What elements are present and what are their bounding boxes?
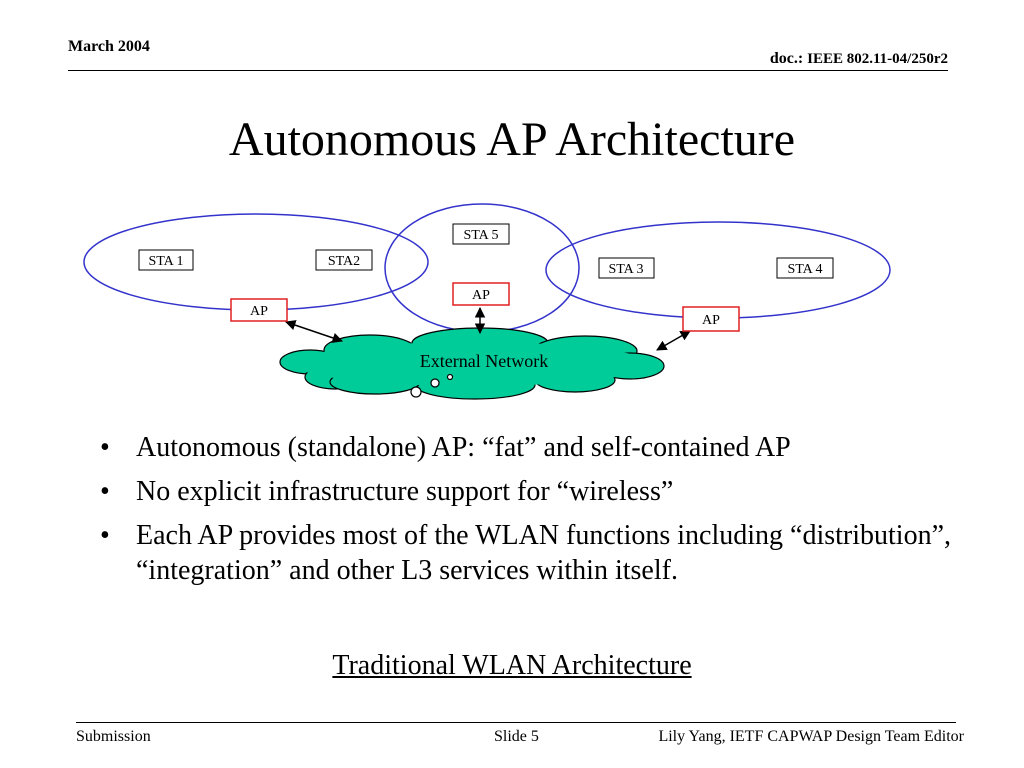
sta-2-box	[315, 249, 373, 271]
bullet-list: • Autonomous (standalone) AP: “fat” and s…	[96, 430, 956, 597]
sta-1-label: STA 1	[148, 254, 183, 269]
bullet-dot: •	[100, 476, 110, 507]
bullet-text: Autonomous (standalone) AP: “fat” and se…	[136, 432, 791, 463]
sta-2-label: STA2	[328, 254, 360, 269]
footer-author: Lily Yang, IETF CAPWAP Design Team Edito…	[658, 728, 964, 745]
sta-4-box	[776, 257, 834, 279]
coverage-ellipse-right	[545, 221, 891, 319]
link-arrow-left	[285, 320, 343, 343]
ap-center-box	[452, 282, 510, 306]
link-arrow-right	[656, 330, 691, 351]
bullet-text: No explicit infrastructure support for “…	[136, 476, 674, 507]
sta-3-label: STA 3	[608, 262, 643, 277]
header-doc-id: doc.: IEEE 802.11-04/250r2	[770, 50, 948, 68]
coverage-ellipse-left	[83, 213, 429, 311]
bullet-text: Each AP provides most of the WLAN functi…	[136, 520, 951, 586]
header-date: March 2004	[68, 38, 150, 55]
bullet-item: • No explicit infrastructure support for …	[96, 474, 956, 509]
sta-1-box	[138, 249, 194, 271]
ap-left-box	[230, 298, 288, 322]
external-network-label: External Network	[420, 351, 548, 371]
architecture-diagram: External Network STA 1 STA2 STA 5 STA 3 …	[83, 203, 891, 400]
footer-divider	[76, 722, 956, 723]
diagram-caption: Traditional WLAN Architecture	[0, 648, 1024, 684]
ap-center-label: AP	[472, 288, 490, 303]
bullet-item: • Autonomous (standalone) AP: “fat” and s…	[96, 430, 956, 465]
sta-5-box	[452, 223, 510, 245]
ap-right-label: AP	[702, 313, 720, 328]
bullet-dot: •	[100, 520, 110, 551]
bullet-dot: •	[100, 432, 110, 463]
header-divider	[68, 70, 948, 71]
coverage-ellipse-center	[384, 203, 580, 333]
ap-right-box	[682, 306, 740, 332]
footer-slide-number: Slide 5	[494, 728, 539, 745]
slide-title: Autonomous AP Architecture	[228, 113, 796, 166]
ap-left-label: AP	[250, 304, 268, 319]
external-network-cloud: External Network	[279, 327, 665, 400]
doc-label: doc.:	[769, 50, 804, 67]
sta-4-label: STA 4	[787, 262, 822, 277]
bullet-item: • Each AP provides most of the WLAN funct…	[96, 518, 956, 588]
doc-id: IEEE 802.11-04/250r2	[807, 51, 948, 67]
sta-5-label: STA 5	[463, 228, 498, 243]
footer-submission: Submission	[76, 728, 151, 745]
caption-text: Traditional WLAN Architecture	[332, 650, 692, 681]
sta-3-box	[598, 257, 655, 279]
